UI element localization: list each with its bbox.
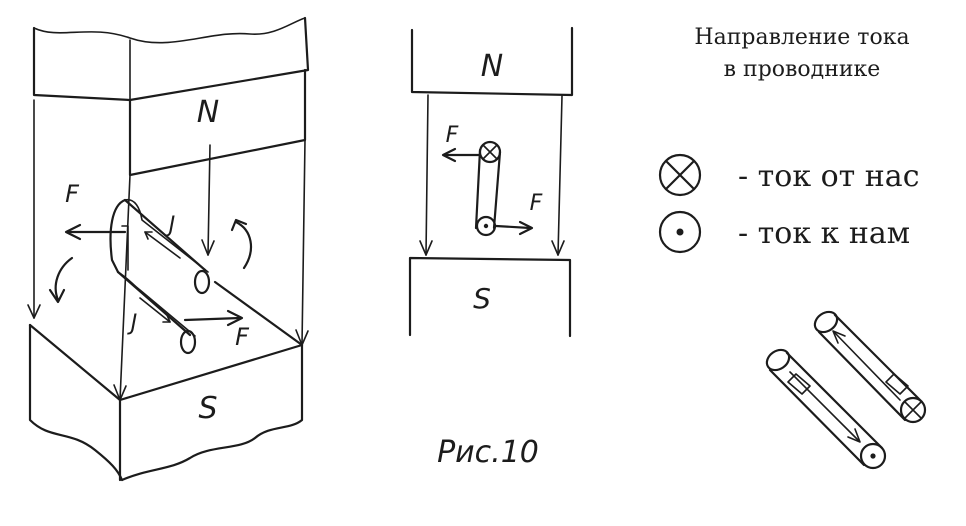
left-north-label: N xyxy=(197,95,219,130)
left-south-label: S xyxy=(198,391,217,426)
middle-side-figure xyxy=(408,26,574,338)
current-toward-icon xyxy=(658,210,702,254)
middle-force-label-left: F xyxy=(446,123,459,148)
middle-north-label: N xyxy=(481,49,503,84)
left-current-label-top: J xyxy=(165,213,176,238)
legend-item-current-away: - ток от нас xyxy=(738,159,920,194)
figure-caption: Рис.10 xyxy=(437,435,539,470)
left-3d-figure xyxy=(27,16,310,482)
middle-south-label: S xyxy=(473,282,491,315)
legend-title-line-1: Направление тока xyxy=(694,25,909,50)
conductor-rods-illustration xyxy=(765,310,927,470)
middle-dot-center xyxy=(483,223,489,229)
legend-item-current-toward: - ток к нам xyxy=(738,216,910,251)
left-force-label-top: F xyxy=(65,180,80,208)
left-current-label-bottom: J xyxy=(127,311,138,336)
legend-title-line-2: в проводнике xyxy=(724,57,881,82)
middle-force-label-right: F xyxy=(530,191,543,216)
current-away-icon xyxy=(658,153,702,197)
left-force-label-bottom: F xyxy=(235,323,250,351)
